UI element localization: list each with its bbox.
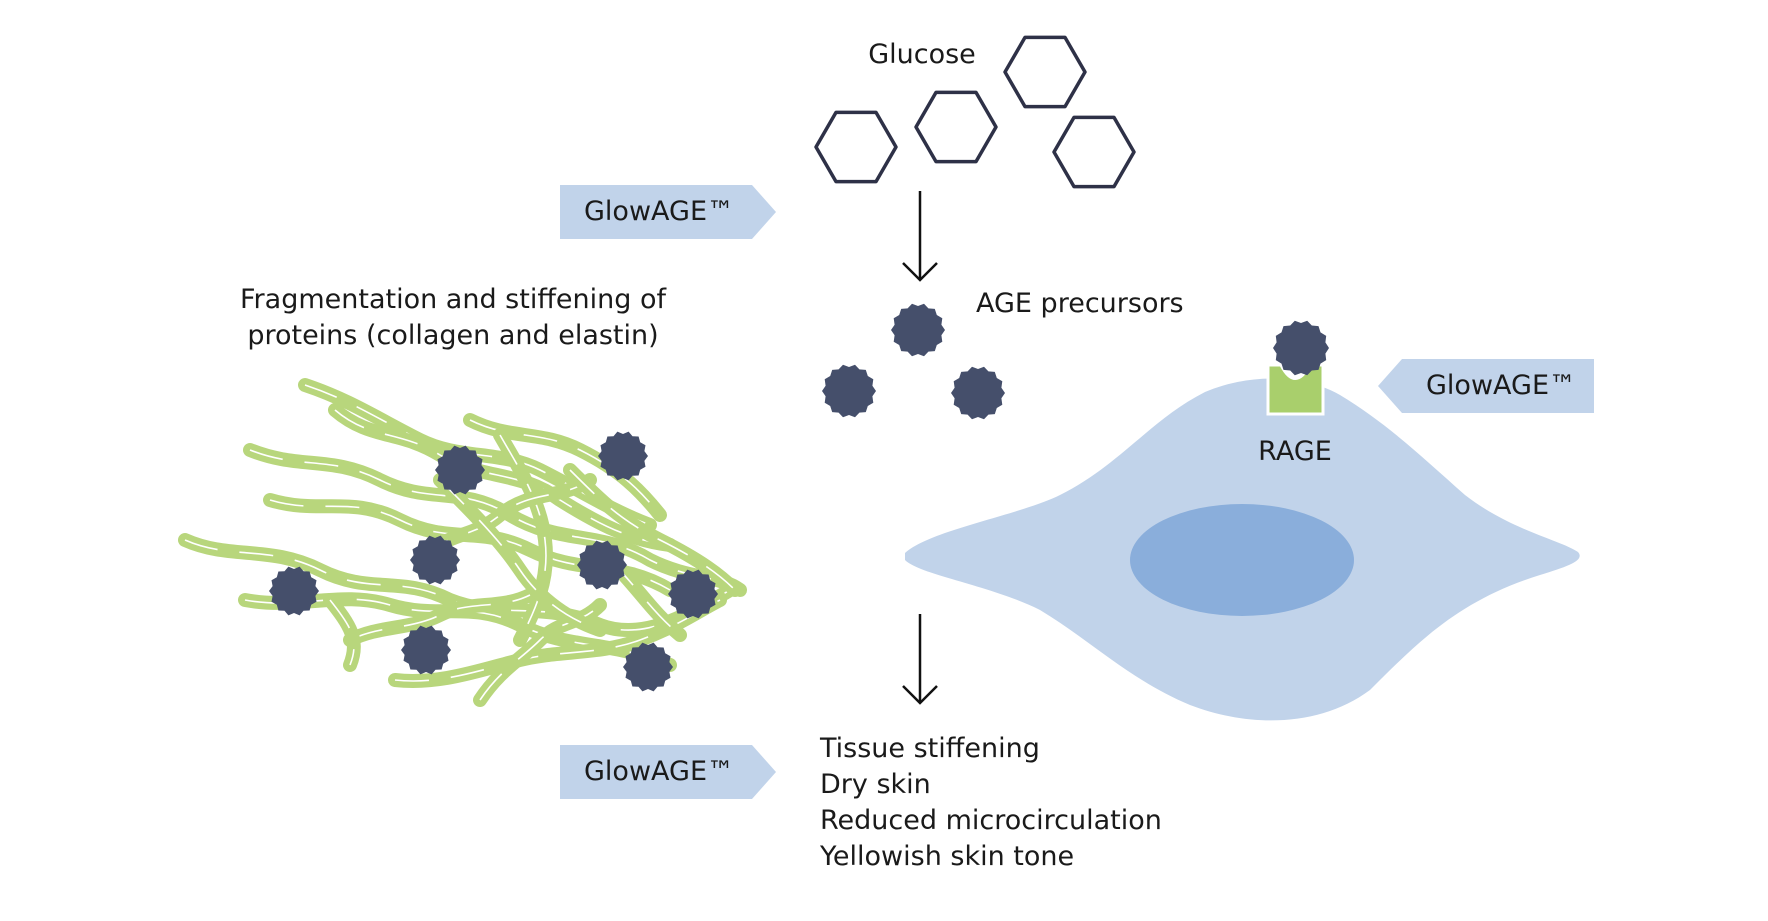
effect-item: Tissue stiffening (820, 733, 1040, 764)
fiber-edge (499, 434, 547, 641)
effects-list: Tissue stiffening Dry skin Reduced micro… (820, 731, 1162, 875)
glowage-tag-bottom-label: GlowAGE™ (584, 756, 735, 787)
age-fiber-particle (668, 569, 718, 619)
age-fiber-particle (401, 625, 451, 675)
glowage-tag-top-label: GlowAGE™ (584, 196, 735, 227)
age-fiber-particle (269, 566, 319, 616)
age-precursor-particle (822, 364, 876, 418)
glucose-label: Glucose (868, 39, 976, 70)
collagen-elastin-fibers (178, 378, 747, 707)
age-fiber-particle (598, 431, 648, 481)
age-precursor-particle (951, 366, 1005, 420)
effect-item: Reduced microcirculation (820, 805, 1162, 836)
rage-receptor-icon (1266, 363, 1325, 416)
age-fiber-particle (410, 535, 460, 585)
age-particles (269, 303, 1329, 692)
glowage-tag-top: GlowAGE™ (560, 185, 776, 239)
fiber-edge (469, 419, 661, 516)
fragmentation-label-line1: Fragmentation and stiffening of (239, 284, 667, 315)
fiber-edge (439, 479, 601, 631)
effect-item: Yellowish skin tone (820, 841, 1075, 872)
glucose-hexagon-icon (1003, 35, 1087, 109)
age-fiber-particle (435, 445, 485, 495)
age-fiber-particle (577, 540, 627, 590)
fragmentation-label-line2: proteins (collagen and elastin) (247, 320, 659, 351)
fiber-edge (304, 384, 651, 526)
fiber-edge (329, 599, 355, 666)
rage-label: RAGE (1258, 436, 1332, 467)
fiber-edge (569, 469, 736, 591)
glowage-tag-right-label: GlowAGE™ (1426, 370, 1577, 401)
fiber-edge (394, 599, 721, 682)
arrow-glucose-to-precursors-head (902, 262, 938, 282)
arrow-to-effects-head (902, 685, 938, 705)
age-precursors-label: AGE precursors (976, 288, 1184, 319)
glowage-tag-right: GlowAGE™ (1378, 359, 1594, 413)
fiber-edge (184, 539, 731, 631)
fiber-edge (349, 594, 531, 641)
glucose-hexagon-icon (1052, 115, 1136, 189)
age-fiber-particle (623, 642, 673, 692)
effect-item: Dry skin (820, 769, 931, 800)
glucose-hexagon-icon (914, 90, 998, 164)
age-bound-to-rage-particle (1273, 320, 1329, 376)
age-precursor-particle (891, 303, 945, 357)
glucose-hexagon-icon (814, 110, 898, 184)
glucose-molecules (814, 35, 1136, 189)
fiber-edge (334, 409, 671, 546)
fiber (323, 593, 361, 672)
cell-nucleus (1130, 504, 1354, 616)
glowage-tag-bottom: GlowAGE™ (560, 745, 776, 799)
